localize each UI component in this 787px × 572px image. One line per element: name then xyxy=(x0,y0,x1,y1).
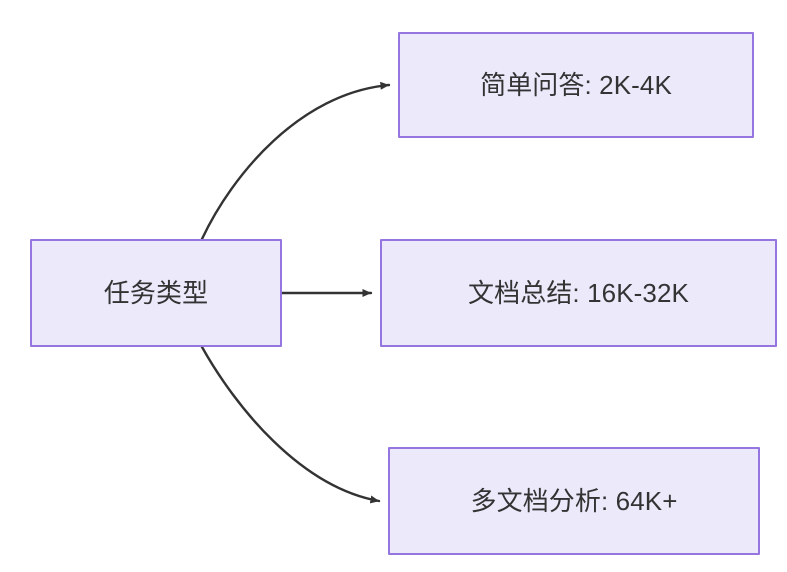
node-simple-qa[interactable]: 简单问答: 2K-4K xyxy=(398,32,754,138)
node-task-type[interactable]: 任务类型 xyxy=(30,239,282,347)
node-multi-doc-analysis-label: 多文档分析: 64K+ xyxy=(470,485,678,516)
node-doc-summary[interactable]: 文档总结: 16K-32K xyxy=(380,239,777,347)
edge-root-to-simple-qa xyxy=(200,81,391,241)
node-simple-qa-label: 简单问答: 2K-4K xyxy=(480,69,672,100)
node-doc-summary-label: 文档总结: 16K-32K xyxy=(468,277,689,308)
node-multi-doc-analysis[interactable]: 多文档分析: 64K+ xyxy=(388,447,760,555)
edge-root-to-multi-doc xyxy=(200,345,381,504)
node-task-type-label: 任务类型 xyxy=(103,277,209,308)
